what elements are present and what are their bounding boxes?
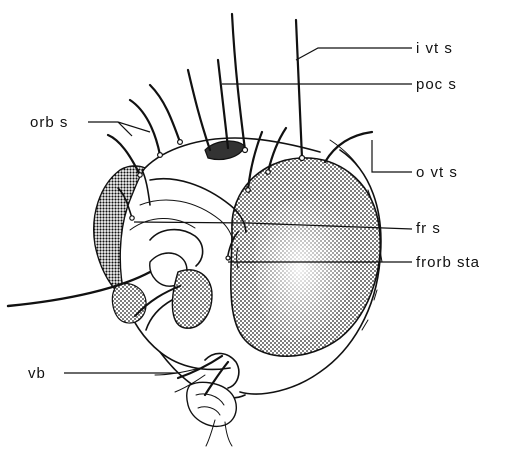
left-antenna-segment [111,282,147,324]
orbital-bristle [128,98,162,157]
labellum [185,381,237,427]
vibrissa [224,421,233,447]
bristle-socket [241,146,249,154]
head-outline [239,149,382,395]
bristle-socket [245,187,251,193]
right-eye-highlight [255,199,354,339]
label-frorb-sta: frorb sta [416,254,480,271]
lunule [149,228,204,267]
fronto-orbital-setula [227,231,239,256]
antenna-segment-3 [171,269,213,329]
frontal-stripe-inner [139,199,234,243]
label-vb: vb [28,365,46,382]
bristle-socket [137,172,143,178]
leader-orb-s-branch-1 [117,121,133,137]
labellum-detail [195,393,225,416]
vertex-region [144,137,321,169]
label-poc-s: poc s [416,76,457,93]
label-o-vt-s: o vt s [416,164,458,181]
leader-fr-s [247,222,413,230]
leader-o-vt-s [371,140,412,173]
frontal-stripe [149,177,247,233]
arista-secondary [134,285,181,317]
arista [6,270,152,308]
bristle-socket [265,169,271,175]
orbital-bristle [148,83,182,144]
frontal-bristle [117,187,133,219]
label-orb-s: orb s [30,114,68,131]
bristle-socket [298,154,306,162]
vibrissa [203,360,230,397]
vibrissa [205,419,216,447]
bristle-socket [225,255,231,261]
bristle-socket [129,215,135,221]
leader-fr-s-branch [133,221,251,224]
leader-i-vt-s [295,47,412,61]
outer-vertical-bristle [323,130,374,164]
bristle-socket [157,152,164,159]
postocellar-bristle [186,68,212,152]
frontal-bristle [246,130,264,192]
parafrontal-edge [129,218,196,231]
fronto-orbital-setula [236,247,239,269]
label-i-vt-s: i vt s [416,40,453,57]
orbital-bristle [106,133,142,177]
leader-orb-s-branch-2 [117,121,151,133]
postocellar-bristle [216,58,230,150]
maxillary-palp [204,352,240,389]
vibrissa [176,354,224,380]
label-fr-s: fr s [416,220,441,237]
inner-vertical-bristle [294,18,304,160]
frontal-bristle [141,169,151,206]
bristle-socket [177,139,184,146]
vibrissa [174,374,206,393]
inner-vertical-bristle [230,12,247,152]
frontal-bristle [266,126,288,174]
arista-tertiary [145,299,173,331]
